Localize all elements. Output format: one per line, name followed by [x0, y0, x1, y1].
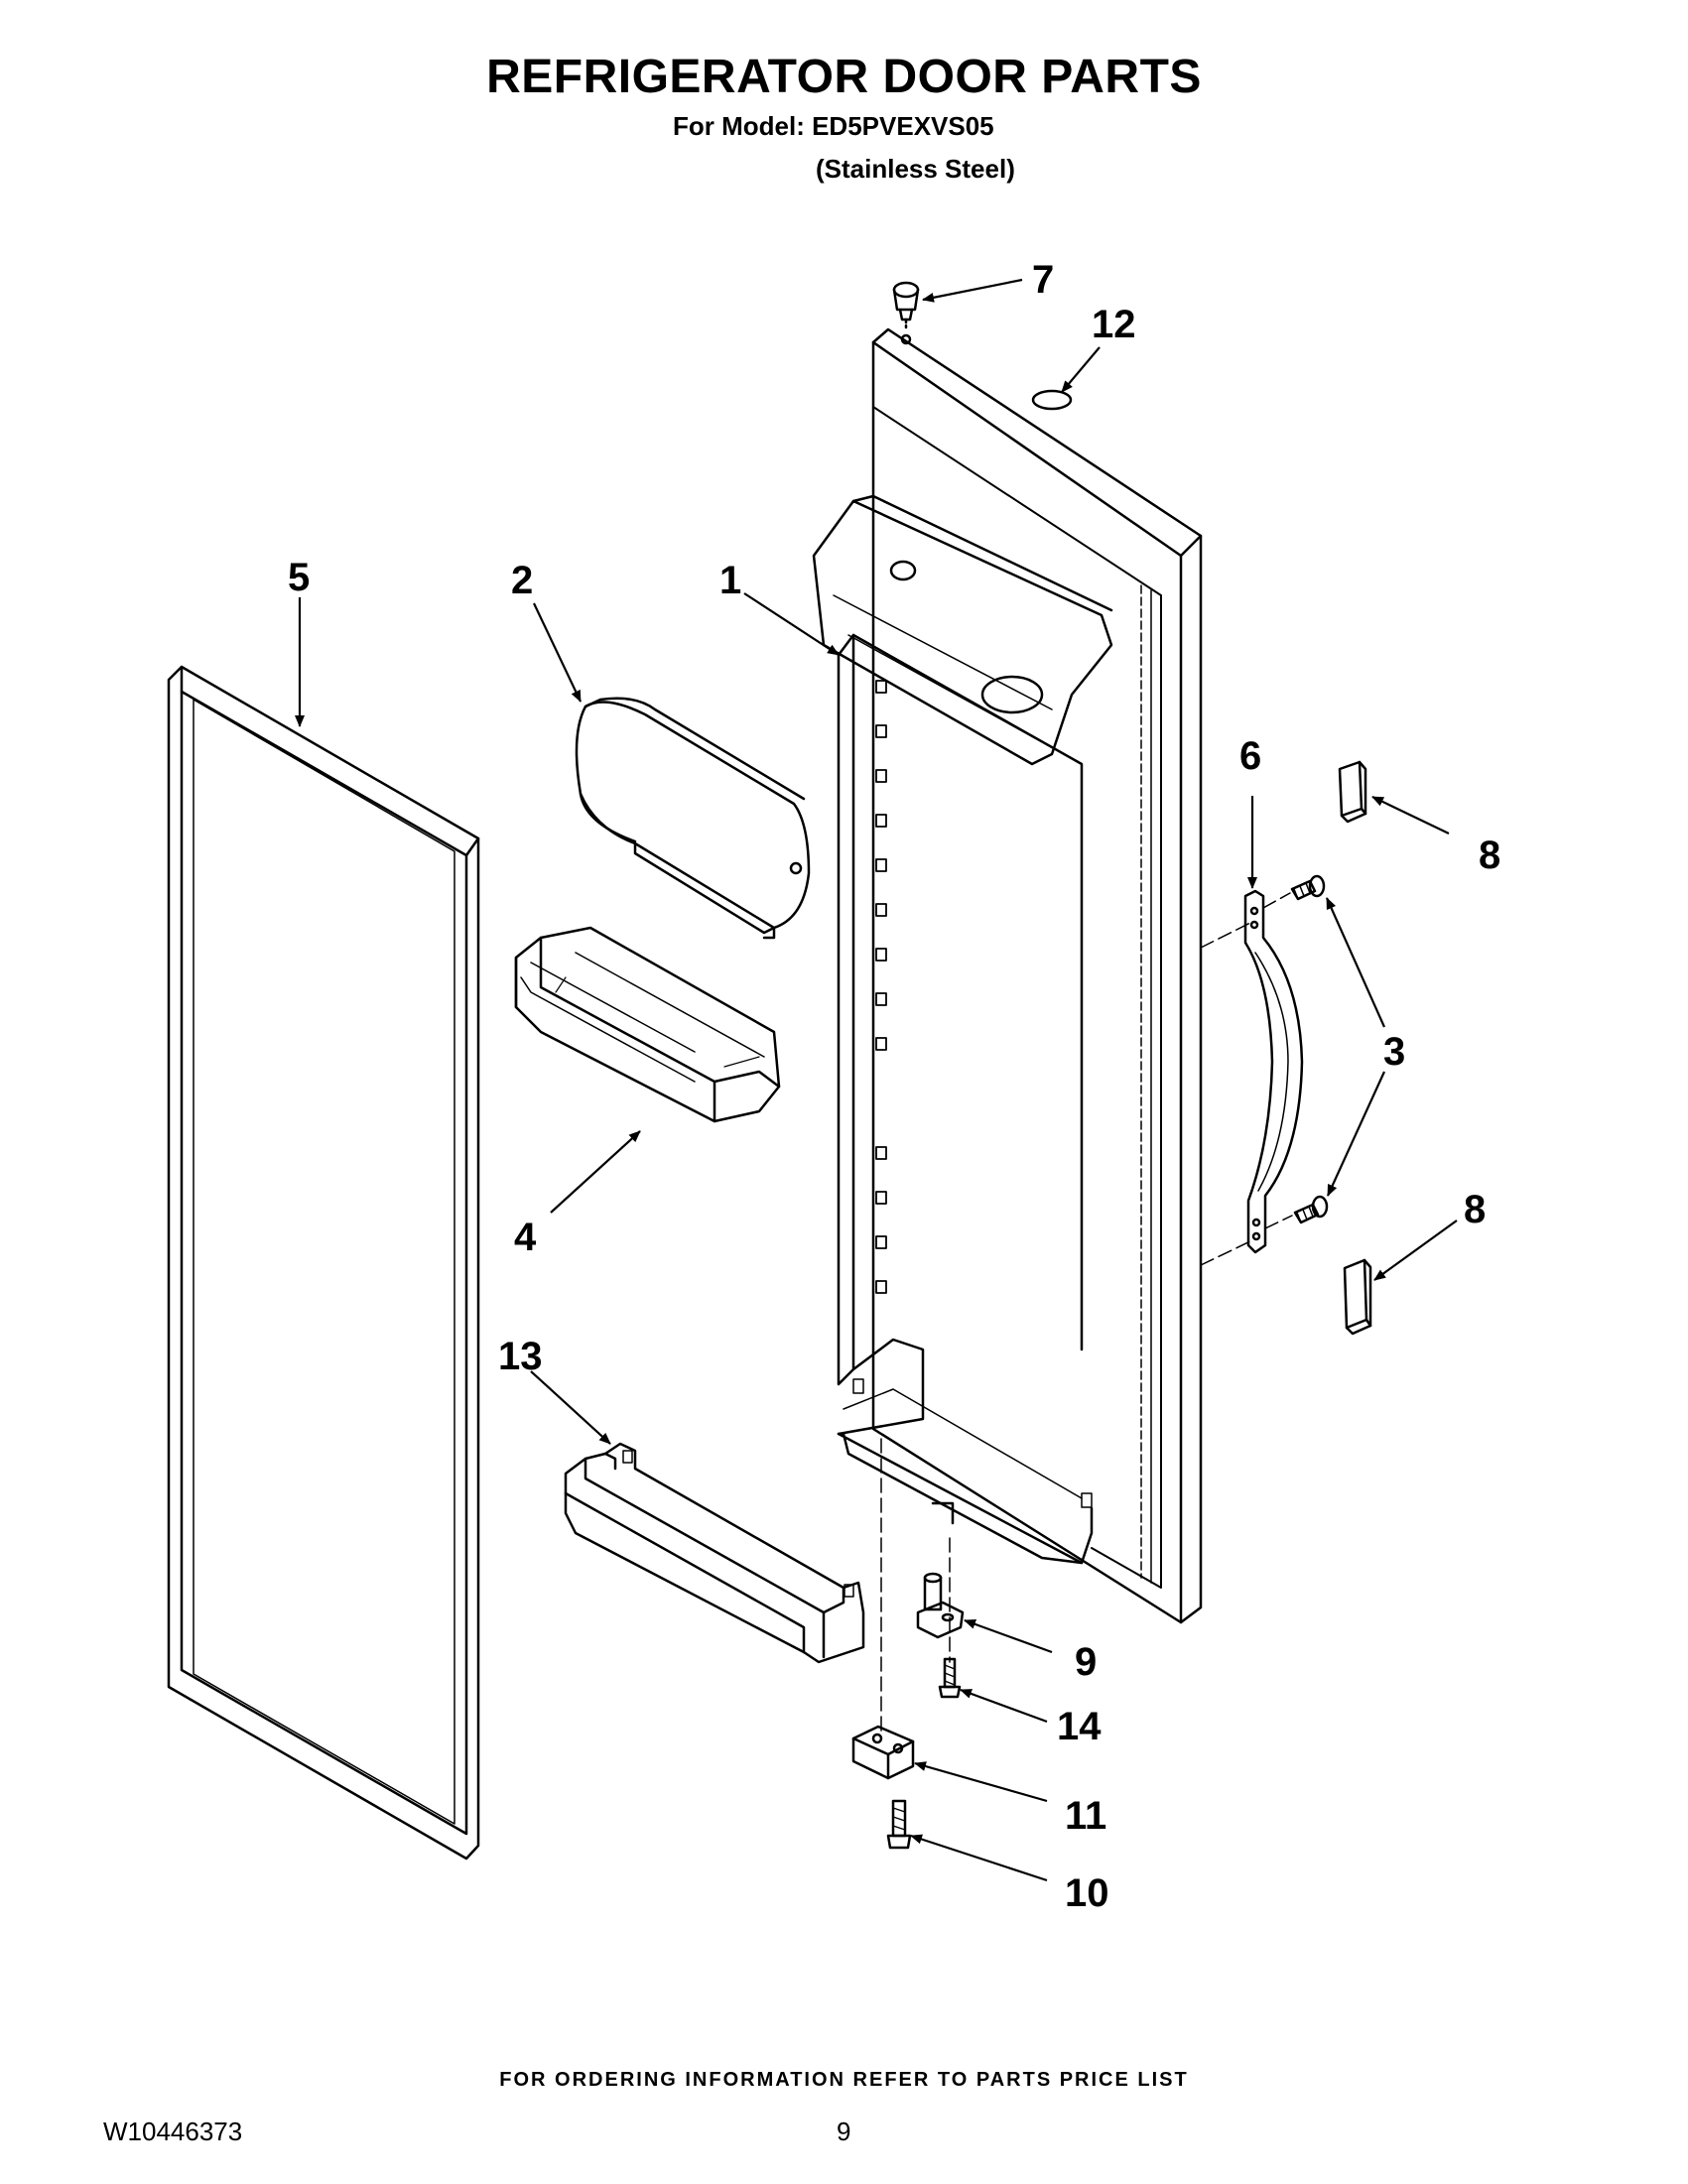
ordering-note: FOR ORDERING INFORMATION REFER TO PARTS …	[499, 2069, 1189, 2091]
callout-9: 9	[1075, 1640, 1097, 1684]
handle-screw-top	[1290, 874, 1326, 901]
callout-6: 6	[1239, 734, 1261, 778]
callout-2: 2	[511, 559, 533, 602]
callout-13: 13	[498, 1335, 543, 1378]
handle-end-cap-top	[1338, 760, 1367, 824]
callout-8-bottom: 8	[1464, 1188, 1486, 1231]
handle-screw-bottom	[1293, 1195, 1329, 1224]
hinge-block	[851, 1725, 915, 1780]
callout-1: 1	[719, 559, 741, 602]
callout-5: 5	[288, 556, 310, 599]
lower-door-shelf	[564, 1442, 865, 1664]
page-number: 9	[837, 2117, 851, 2146]
leader-lines	[295, 278, 1458, 1882]
callout-4: 4	[514, 1216, 537, 1259]
callout-10: 10	[1065, 1871, 1109, 1915]
page-title: REFRIGERATOR DOOR PARTS	[486, 51, 1202, 103]
callout-12: 12	[1092, 303, 1136, 346]
hinge-block-screw	[886, 1799, 912, 1850]
callout-7: 7	[1032, 258, 1054, 302]
callout-8-top: 8	[1479, 834, 1500, 877]
door-gasket	[167, 665, 480, 1861]
door-bin	[514, 926, 781, 1123]
callout-11: 11	[1065, 1794, 1106, 1838]
callout-3: 3	[1383, 1030, 1405, 1074]
hinge-screw	[938, 1657, 962, 1699]
hinge-washer	[1031, 389, 1073, 411]
bottom-hinge-pin	[916, 1572, 965, 1639]
door-handle	[1243, 889, 1304, 1254]
document-number: W10446373	[103, 2117, 243, 2146]
model-line: For Model: ED5PVEXVS05	[673, 111, 994, 141]
door-assembly	[812, 327, 1203, 1624]
finish-line: (Stainless Steel)	[816, 154, 1015, 184]
alignment-lines	[880, 892, 1293, 1733]
handle-end-cap-bottom	[1343, 1258, 1372, 1336]
dairy-door	[575, 697, 811, 940]
callout-14: 14	[1057, 1705, 1102, 1748]
top-hinge-plug	[892, 281, 920, 329]
